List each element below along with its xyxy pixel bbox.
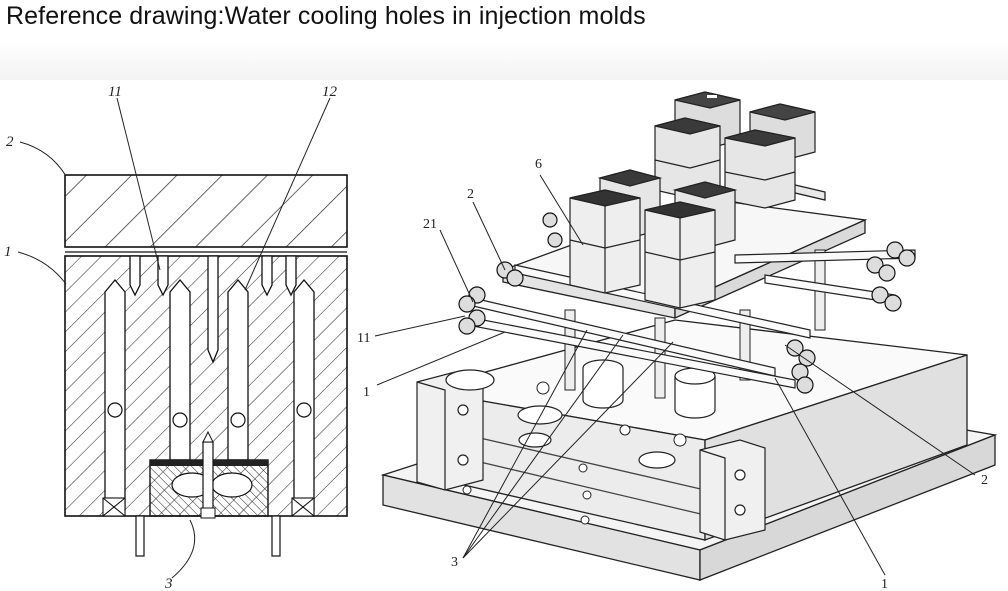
label-11: 11 (108, 84, 122, 100)
label-1-bottom: 1 (881, 577, 888, 591)
label-11-right: 11 (357, 331, 370, 346)
page-title: Reference drawing:Water cooling holes in… (6, 2, 646, 30)
face-holes (462, 381, 687, 525)
insert-block (149, 430, 269, 519)
label-21: 21 (423, 217, 437, 232)
seal-rings (102, 497, 315, 517)
isometric-mold-drawing: 6 2 21 11 1 3 2 1 (357, 91, 998, 591)
label-2-top: 2 (467, 187, 474, 202)
cross-holes (107, 402, 312, 428)
pipe-fittings (458, 212, 916, 394)
label-6: 6 (535, 157, 542, 172)
cooling-grooves (129, 255, 297, 364)
label-3-right: 3 (451, 555, 458, 570)
label-12: 12 (322, 84, 338, 100)
bores (445, 359, 716, 469)
header-band (0, 40, 1008, 80)
label-2-right: 2 (981, 473, 988, 488)
top-plate (64, 174, 348, 248)
label-3: 3 (164, 576, 173, 591)
label-2: 2 (6, 134, 14, 150)
label-1-left: 1 (363, 385, 370, 400)
nozzle-units (569, 91, 816, 309)
label-1: 1 (4, 244, 12, 260)
ejector-pins (135, 515, 281, 557)
cross-section-drawing: 11 12 2 1 3 (4, 84, 348, 591)
